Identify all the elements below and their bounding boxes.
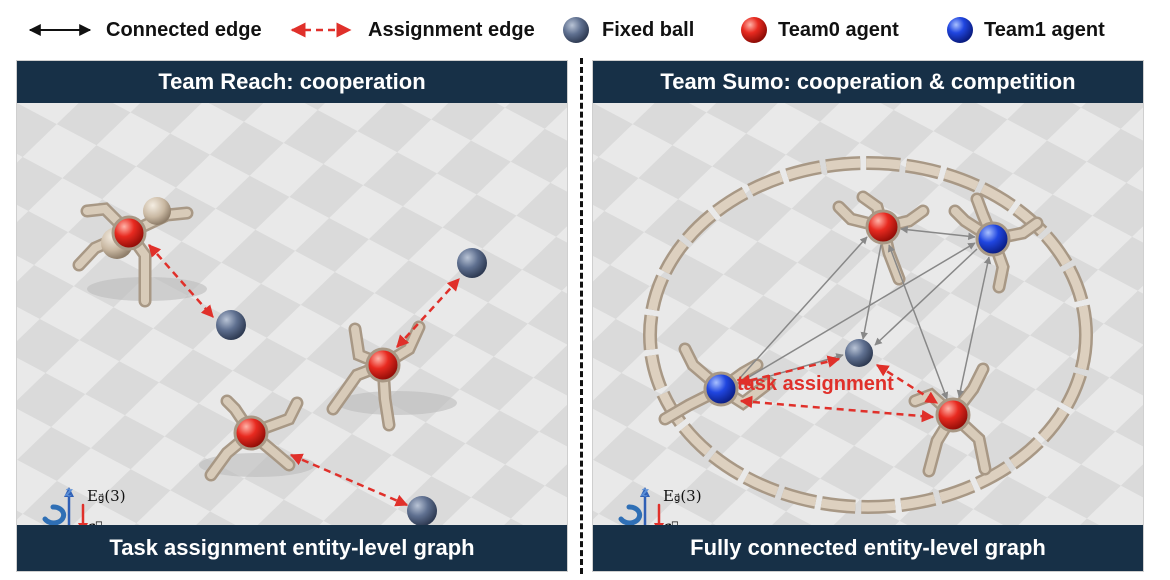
legend-connected-edge-label: Connected edge	[106, 18, 262, 41]
team-sumo-panel: Team Sumo: cooperation & competition	[592, 60, 1144, 572]
assignment-edge-3	[289, 453, 409, 507]
team1-agent-1	[975, 221, 1011, 257]
axis-e-letter: E	[663, 487, 674, 505]
axis-e-subscript: g⃗	[97, 493, 105, 504]
team0-agent-2	[935, 397, 971, 433]
axis-e-argument: (3)	[104, 487, 126, 505]
legend-assignment-edge: Assignment edge	[288, 16, 535, 44]
team-reach-panel: Team Reach: cooperation	[16, 60, 568, 572]
team0-agent-1	[865, 209, 901, 245]
team-sumo-scene	[593, 103, 1143, 525]
axis-gizmo	[42, 487, 88, 525]
legend-assignment-edge-label: Assignment edge	[368, 18, 535, 41]
axis-e3-label: Eg⃗(3)	[663, 487, 702, 505]
ant-robot-3	[199, 394, 315, 482]
ant-robot-2	[326, 320, 457, 432]
legend-team1-agent-label: Team1 agent	[984, 18, 1105, 41]
axis-e-argument: (3)	[680, 487, 702, 505]
panel-divider	[580, 58, 583, 574]
axis-e-subscript: g⃗	[673, 493, 681, 504]
axis-e3-label: Eg⃗(3)	[87, 487, 126, 505]
assignment-edge-2	[396, 278, 460, 348]
fixed-ball-icon	[563, 17, 589, 43]
double-arrow-icon	[28, 24, 92, 36]
sumo-assignment-edges	[737, 355, 939, 423]
team-reach-scene	[17, 103, 567, 525]
legend-fixed-ball: Fixed ball	[560, 16, 694, 44]
axis-z-label: z	[65, 485, 73, 500]
assignment-edge-1	[148, 244, 214, 318]
dashed-double-arrow-icon	[290, 22, 352, 38]
legend-team1-agent: Team1 agent	[944, 16, 1105, 44]
team1-agent-2	[703, 371, 739, 407]
team-reach-title: Team Reach: cooperation	[17, 61, 567, 103]
legend-fixed-ball-label: Fixed ball	[602, 18, 695, 41]
team-sumo-caption: Fully connected entity-level graph	[593, 525, 1143, 571]
legend-connected-edge: Connected edge	[26, 16, 262, 44]
legend-team0-agent-label: Team0 agent	[778, 18, 899, 41]
task-assignment-annotation: task assignment	[737, 373, 894, 395]
sumo-ring	[645, 158, 1091, 512]
fixed-ball-1	[216, 310, 246, 340]
axis-gizmo	[618, 487, 664, 525]
fixed-ball-3	[407, 496, 437, 525]
axis-z-label: z	[641, 485, 649, 500]
team-reach-caption: Task assignment entity-level graph	[17, 525, 567, 571]
sumo-fixed-ball	[845, 339, 873, 367]
legend: Connected edge Assignment edge Fixed bal…	[0, 0, 1170, 56]
legend-team0-agent: Team0 agent	[738, 16, 899, 44]
fixed-ball-2	[457, 248, 487, 278]
team-sumo-title: Team Sumo: cooperation & competition	[593, 61, 1143, 103]
axis-e-letter: E	[87, 487, 98, 505]
team0-agent-icon	[741, 17, 767, 43]
team1-agent-icon	[947, 17, 973, 43]
